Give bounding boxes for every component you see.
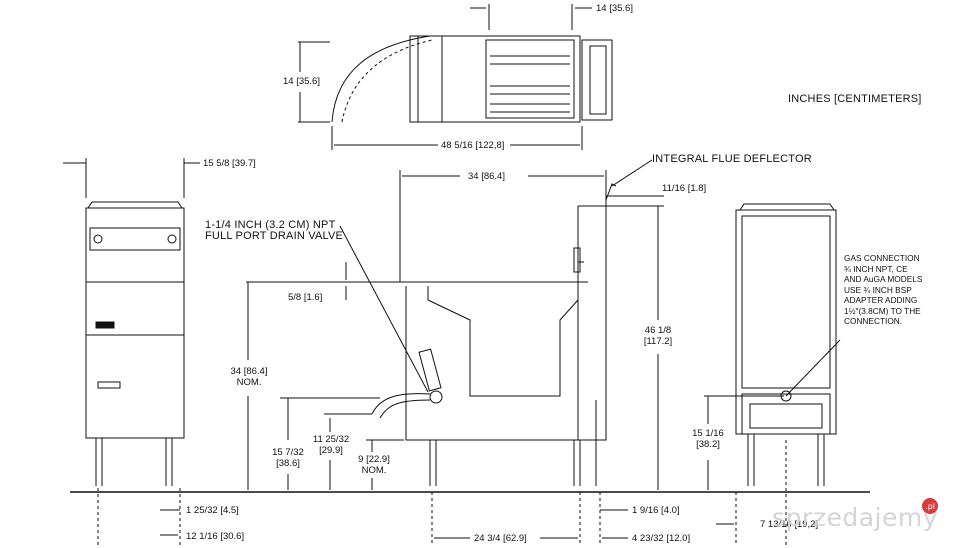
dim-15-1-16-metric: [38.2] xyxy=(696,439,720,450)
drain-pipe xyxy=(380,400,430,418)
rear-body xyxy=(736,210,836,434)
drain-valve-icon xyxy=(430,391,442,403)
front-view-bottom-dim-1: 1 25/32 [4.5] xyxy=(186,505,239,516)
top-body xyxy=(410,36,580,122)
dim-9-value: 9 [22.9] xyxy=(358,454,390,465)
rear-top xyxy=(740,204,834,210)
side-bottom-dim-24-3-4: 24 3/4 [62.9] xyxy=(474,533,527,544)
front-top xyxy=(88,202,182,208)
dim-46-1-8-metric: [117.2] xyxy=(643,336,673,347)
drain-valve-line-2: FULL PORT DRAIN VALVE xyxy=(205,230,344,242)
dim-5-8: 5/8 [1.6] xyxy=(288,292,323,303)
side-depth-dim: 34 [86.4] xyxy=(468,171,505,182)
dim-9-suffix: NOM. xyxy=(361,465,387,476)
gas-note-line: CONNECTION. xyxy=(844,316,903,326)
side-body xyxy=(578,206,606,440)
rear-view xyxy=(704,204,840,545)
top-view-right-dim: 14 [35.6] xyxy=(596,3,633,14)
dim-11-25-32: 11 25/32 [29.9] xyxy=(308,434,354,456)
tank-front xyxy=(406,286,578,440)
drain-valve-handle xyxy=(419,349,441,391)
drain-pipe xyxy=(372,394,430,414)
leader-line xyxy=(340,226,428,392)
dim-15-7-32: 15 7/32 [38.6] xyxy=(266,447,310,469)
dim-46-1-8-value: 46 1/8 xyxy=(644,325,672,336)
hood-curve-dashed xyxy=(342,40,432,122)
flue-deflector-label: INTEGRAL FLUE DEFLECTOR xyxy=(652,153,812,165)
dim-11-25-32-value: 11 25/32 xyxy=(312,434,350,445)
rear-bottom-dim: 7 13/16 [19,2] xyxy=(760,519,819,530)
flue-dim: 11/16 [1.8] xyxy=(662,183,707,194)
front-view-top-dim: 15 5/8 [39.7] xyxy=(203,158,256,169)
control-panel xyxy=(90,228,180,250)
front-upper-panel xyxy=(86,208,184,282)
watermark-badge-text: .pl xyxy=(925,502,935,511)
gas-note-line: ¾ INCH NPT, CE xyxy=(844,263,908,274)
front-lower-cabinet xyxy=(86,282,184,438)
gas-note-line: AND AuGA MODELS xyxy=(844,274,923,284)
front-view xyxy=(63,158,200,545)
basket-area xyxy=(486,40,574,118)
top-view xyxy=(298,4,612,150)
gas-note-line: GAS CONNECTION xyxy=(844,253,920,263)
top-view-depth-dim: 14 [35.6] xyxy=(283,76,320,87)
gas-note-line: 1½"(3.8CM) TO THE xyxy=(844,305,921,316)
door-handle xyxy=(98,382,120,388)
badge-icon xyxy=(96,322,114,328)
knob-icon xyxy=(168,235,176,243)
knob-icon xyxy=(94,235,102,243)
side-view xyxy=(246,160,664,545)
dim-15-1-16-value: 15 1/16 xyxy=(692,428,724,439)
rear-access-panel xyxy=(750,404,822,428)
side-bottom-dim-1-9-16: 1 9/16 [4.0] xyxy=(632,505,680,516)
dim-15-7-32-value: 15 7/32 xyxy=(272,447,304,458)
dim-11-25-32-metric: [29.9] xyxy=(319,445,343,456)
gas-note-line: ADAPTER ADDING xyxy=(844,295,918,305)
gas-connection-note: GAS CONNECTION ¾ INCH NPT, CE AND AuGA M… xyxy=(844,253,922,327)
dim-46-1-8: 46 1/8 [117.2] xyxy=(636,325,680,347)
top-flue-inner xyxy=(590,46,606,114)
rear-lower-panel xyxy=(742,394,830,434)
top-flue xyxy=(582,40,612,120)
leader-line xyxy=(786,340,840,396)
rear-inner-panel xyxy=(742,216,830,388)
watermark-text: sprzedajemy xyxy=(772,503,938,532)
dim-34-nom: 34 [86.4] NOM. xyxy=(226,366,272,388)
watermark-badge xyxy=(922,498,938,514)
body-detail xyxy=(574,248,580,272)
side-bottom-dim-4-23-32: 4 23/32 [12.0] xyxy=(632,533,691,544)
dim-9-nom: 9 [22.9] NOM. xyxy=(352,454,396,476)
hood-curve xyxy=(332,36,430,122)
top-view-width-dim: 48 5/16 [122,8] xyxy=(441,140,505,151)
dim-34-nom-suffix: NOM. xyxy=(236,377,262,388)
drain-valve-line-1: 1-1/4 INCH (3.2 CM) NPT xyxy=(205,219,336,231)
units-note: INCHES [CENTIMETERS] xyxy=(788,93,922,105)
drain-valve-label: 1-1/4 INCH (3.2 CM) NPT FULL PORT DRAIN … xyxy=(205,220,343,242)
fry-pot xyxy=(428,286,578,396)
dim-15-7-32-metric: [38.6] xyxy=(276,458,300,469)
dim-34-nom-value: 34 [86.4] xyxy=(230,366,268,377)
front-view-bottom-dim-2: 12 1/16 [30.6] xyxy=(186,531,245,542)
gas-note-line: USE ¾ INCH BSP xyxy=(844,284,912,295)
dim-15-1-16: 15 1/16 [38.2] xyxy=(686,428,730,450)
flue-deflector xyxy=(606,184,616,200)
leader-line xyxy=(612,160,652,186)
